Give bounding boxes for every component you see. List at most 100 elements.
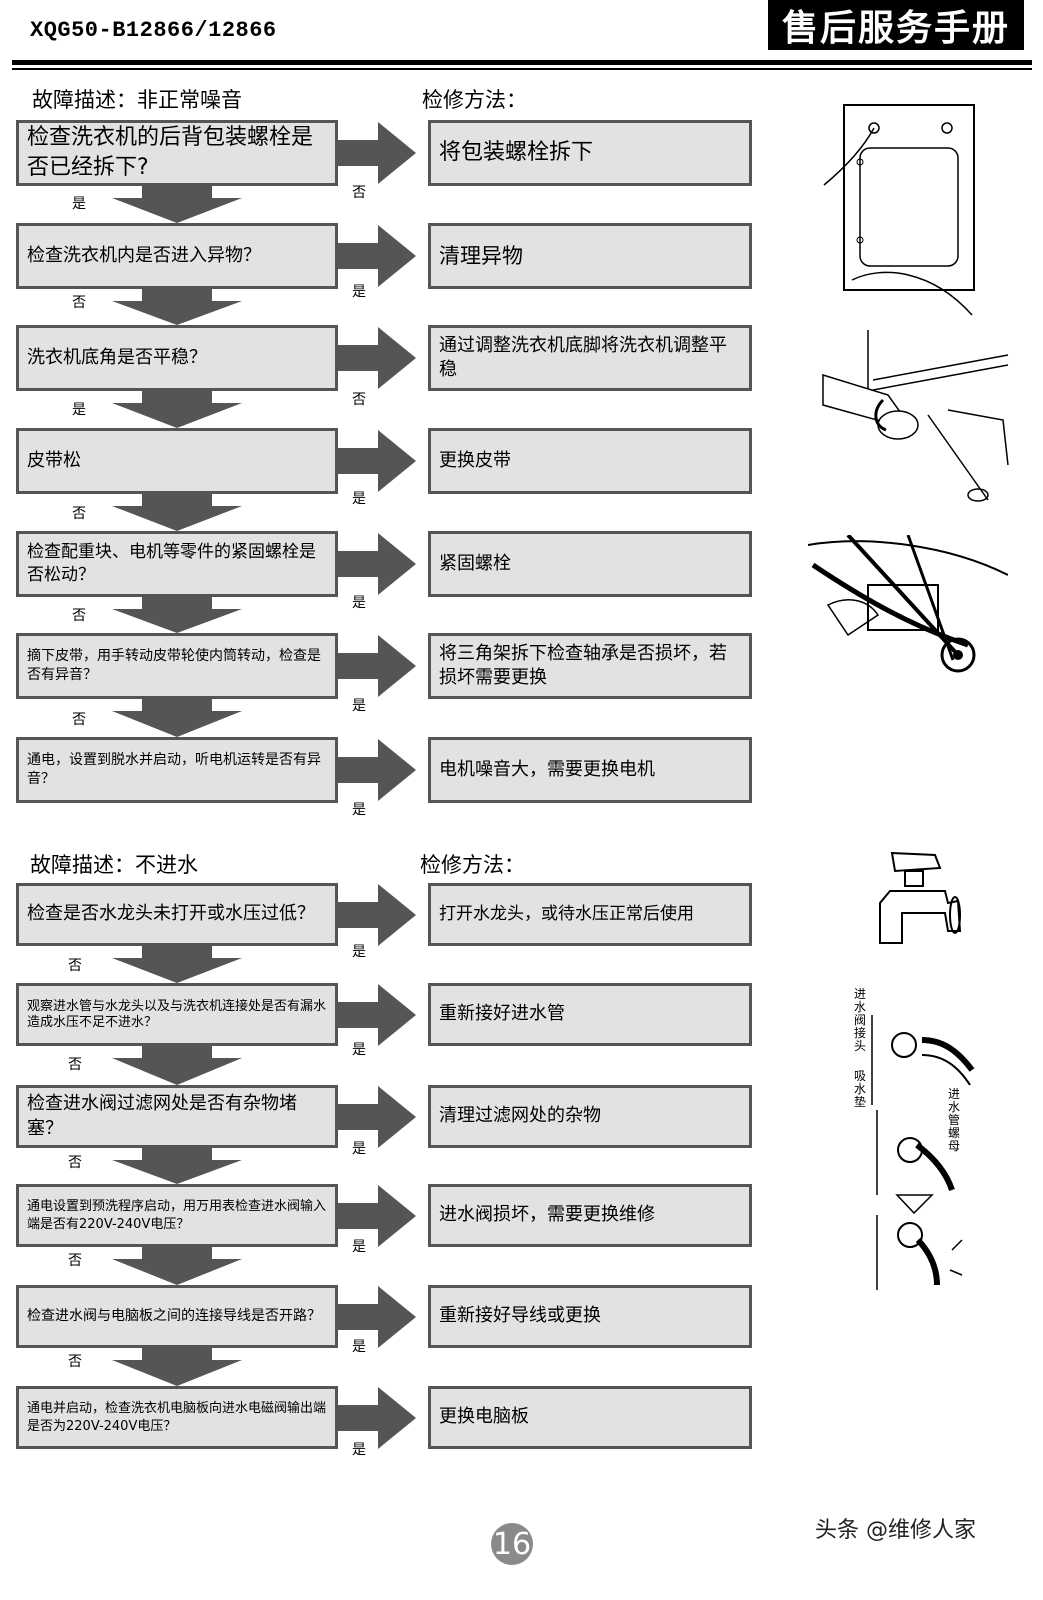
answer-box: 更换电脑板 xyxy=(428,1386,752,1449)
question-box: 通电并启动，检查洗衣机电脑板向进水电磁阀输出端是否为220V-240V电压？ xyxy=(16,1386,338,1449)
motor-tripod-illustration xyxy=(808,535,1008,685)
question-box: 检查进水阀过滤网处是否有杂物堵塞？ xyxy=(16,1085,338,1148)
down-arrow xyxy=(112,186,242,223)
right-arrow xyxy=(338,739,416,801)
right-arrow xyxy=(338,884,416,946)
down-arrow xyxy=(112,1148,242,1184)
question-text: 检查进水阀与电脑板之间的连接导线是否开路？ xyxy=(27,1308,321,1325)
question-text: 通电并启动，检查洗衣机电脑板向进水电磁阀输出端是否为220V-240V电压？ xyxy=(27,1400,327,1434)
right-arrow xyxy=(338,225,416,287)
answer-box: 通过调整洗衣机底脚将洗衣机调整平稳 xyxy=(428,325,752,391)
down-arrow xyxy=(112,1046,242,1085)
answer-text: 紧固螺栓 xyxy=(439,552,511,574)
down-arrow xyxy=(112,391,242,428)
method-label-no-water: 检修方法： xyxy=(420,853,525,877)
question-box: 皮带松 xyxy=(16,428,338,494)
down-arrow xyxy=(112,1247,242,1285)
question-text: 检查洗衣机内是否进入异物？ xyxy=(27,244,261,266)
answer-text: 将三角架拆下检查轴承是否损坏，若损坏需要更换 xyxy=(439,642,727,688)
answer-box: 紧固螺栓 xyxy=(428,531,752,597)
right-arrow xyxy=(338,533,416,595)
question-box: 检查洗衣机的后背包装螺栓是否已经拆下? xyxy=(16,120,338,186)
question-box: 检查进水阀与电脑板之间的连接导线是否开路？ xyxy=(16,1285,338,1348)
right-arrow xyxy=(338,430,416,492)
washer-back-illustration xyxy=(823,104,975,316)
answer-text: 通过调整洗衣机底脚将洗衣机调整平稳 xyxy=(439,334,727,380)
right-label: 是 xyxy=(352,1339,366,1355)
answer-text: 更换电脑板 xyxy=(439,1406,529,1428)
question-text: 皮带松 xyxy=(27,449,81,471)
model-number: XQG50-B12866/12866 xyxy=(30,18,277,43)
question-text: 检查配重块、电机等零件的紧固螺栓是否松动？ xyxy=(27,542,316,585)
question-text: 检查洗衣机的后背包装螺栓是否已经拆下? xyxy=(27,125,314,180)
washer-label: 吸水垫 xyxy=(854,1069,867,1109)
right-label: 是 xyxy=(352,595,366,611)
right-label: 是 xyxy=(352,1442,366,1458)
down-label: 否 xyxy=(68,1253,82,1269)
down-label: 是 xyxy=(72,402,86,418)
answer-box: 打开水龙头，或待水压正常后使用 xyxy=(428,883,752,946)
manual-title: 售后服务手册 xyxy=(768,0,1024,50)
question-box: 观察进水管与水龙头以及与洗衣机连接处是否有漏水造成水压不足不进水？ xyxy=(16,983,338,1046)
question-box: 洗衣机底角是否平稳？ xyxy=(16,325,338,391)
right-arrow xyxy=(338,1286,416,1348)
right-label: 是 xyxy=(352,944,366,960)
right-arrow xyxy=(338,1086,416,1148)
question-box: 检查是否水龙头未打开或水压过低？ xyxy=(16,883,338,946)
answer-box: 清理异物 xyxy=(428,223,752,289)
down-arrow xyxy=(112,494,242,531)
question-box: 检查配重块、电机等零件的紧固螺栓是否松动？ xyxy=(16,531,338,597)
right-label: 是 xyxy=(352,698,366,714)
right-label: 是 xyxy=(352,1141,366,1157)
down-label: 否 xyxy=(72,608,86,624)
answer-text: 进水阀损坏，需要更换维修 xyxy=(439,1204,655,1226)
right-arrow xyxy=(338,1185,416,1247)
question-text: 通电，设置到脱水并启动，听电机运转是否有异音？ xyxy=(27,752,321,787)
answer-text: 打开水龙头，或待水压正常后使用 xyxy=(439,904,694,925)
answer-text: 更换皮带 xyxy=(439,449,511,471)
adjust-foot-illustration xyxy=(822,330,1009,502)
right-arrow xyxy=(338,122,416,184)
question-box: 通电设置到预洗程序启动，用万用表检查进水阀输入端是否有220V-240V电压？ xyxy=(16,1184,338,1247)
page-number: 16 xyxy=(491,1523,533,1565)
answer-box: 将三角架拆下检查轴承是否损坏，若损坏需要更换 xyxy=(428,633,752,699)
answer-box: 进水阀损坏，需要更换维修 xyxy=(428,1184,752,1247)
answer-text: 清理过滤网处的杂物 xyxy=(439,1105,601,1127)
watermark: 头条 @维修人家 xyxy=(815,1518,976,1543)
fault-label-no-water: 故障描述：不进水 xyxy=(30,853,198,877)
down-arrow xyxy=(112,1348,242,1386)
answer-box: 清理过滤网处的杂物 xyxy=(428,1085,752,1148)
answer-box: 电机噪音大，需要更换电机 xyxy=(428,737,752,803)
right-arrow xyxy=(338,327,416,389)
right-arrow xyxy=(338,984,416,1046)
right-label: 是 xyxy=(352,802,366,818)
answer-box: 重新接好导线或更换 xyxy=(428,1285,752,1348)
down-label: 否 xyxy=(68,958,82,974)
header-rule-thin xyxy=(12,68,1032,70)
right-label: 是 xyxy=(352,1042,366,1058)
right-label: 否 xyxy=(352,185,366,201)
down-arrow xyxy=(112,289,242,325)
question-text: 洗衣机底角是否平稳？ xyxy=(27,346,207,368)
right-label: 是 xyxy=(352,284,366,300)
right-label: 是 xyxy=(352,491,366,507)
hose-nut-label: 进水管螺母 xyxy=(948,1087,961,1153)
answer-text: 重新接好导线或更换 xyxy=(439,1305,601,1327)
question-text: 检查是否水龙头未打开或水压过低？ xyxy=(27,903,315,925)
question-text: 检查进水阀过滤网处是否有杂物堵塞？ xyxy=(27,1093,297,1139)
fault-label-noise: 故障描述：非正常噪音 xyxy=(32,88,242,112)
valve-joint-label: 进水阀接头 xyxy=(854,987,867,1053)
question-text: 摘下皮带，用手转动皮带轮使内筒转动，检查是否有异音？ xyxy=(27,648,321,683)
faucet-illustration xyxy=(879,851,962,944)
answer-text: 电机噪音大，需要更换电机 xyxy=(439,758,655,780)
question-box: 通电，设置到脱水并启动，听电机运转是否有异音？ xyxy=(16,737,338,803)
down-label: 否 xyxy=(72,295,86,311)
inlet-valve-illustration xyxy=(871,1015,975,1290)
down-label: 是 xyxy=(72,196,86,212)
answer-text: 将包装螺栓拆下 xyxy=(439,140,594,166)
right-label: 否 xyxy=(352,392,366,408)
answer-box: 重新接好进水管 xyxy=(428,983,752,1046)
method-label-noise: 检修方法： xyxy=(422,88,527,112)
question-text: 观察进水管与水龙头以及与洗衣机连接处是否有漏水造成水压不足不进水？ xyxy=(27,998,327,1030)
right-label: 是 xyxy=(352,1239,366,1255)
